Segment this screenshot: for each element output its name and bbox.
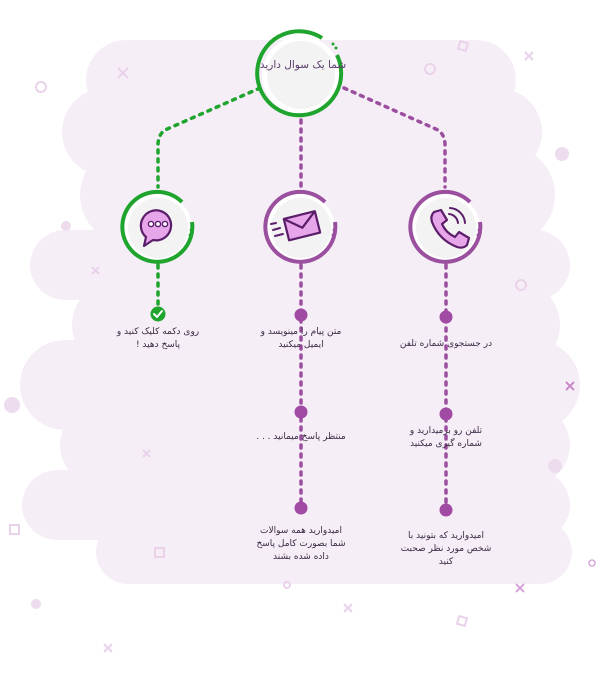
top-node (255, 29, 344, 118)
step-dot (439, 503, 453, 517)
phone-step-label: در جستجوی شماره تلفن (386, 338, 506, 351)
step-text-line: تلفن رو برمیدارید و (409, 426, 483, 436)
phone-icon (430, 207, 471, 249)
connectors (156, 86, 447, 189)
step-text-line: پاسخ دهید ! (135, 340, 181, 350)
step-text-line: متن پیام را مینویسد و (260, 327, 342, 337)
top-node-title: شما یک سوال دارید (259, 59, 347, 71)
chat-bubble-icon (139, 209, 173, 248)
step-text-line: در جستجوی شماره تلفن (399, 339, 493, 349)
column-chat (120, 189, 195, 322)
phone-node (408, 189, 483, 264)
step-dot (439, 407, 453, 421)
decorations (9, 39, 534, 653)
chat-step-label: روی دکمه کلیک کنید و پاسخ دهید ! (98, 326, 218, 352)
step-dot (294, 405, 308, 419)
step-text-line: امیدوارید که بتونید با (408, 531, 484, 541)
email-step-label: منتظر پاسخ میمانید . . . (241, 431, 361, 444)
step-text-line: ایمیل میکنید (278, 340, 324, 350)
step-text-line: شماره گیری میکنید (410, 439, 482, 449)
email-step-label: متن پیام را مینویسد و ایمیل میکنید (241, 326, 361, 352)
step-text-line: روی دکمه کلیک کنید و (116, 327, 200, 337)
step-dot (294, 501, 308, 515)
step-dot (439, 310, 453, 324)
column-email (263, 189, 338, 515)
envelope-icon (270, 210, 322, 242)
step-text-line: کنید (438, 557, 454, 567)
email-step-label: امیدوارید همه سوالات شما بصورت کامل پاسخ د… (241, 525, 361, 564)
step-dot (294, 308, 308, 322)
step-text-line: داده شده بشند (273, 552, 329, 562)
column-phone (408, 189, 483, 517)
chat-node (120, 189, 195, 264)
step-text-line: امیدوارید همه سوالات (260, 526, 342, 536)
step-text-line: شما بصورت کامل پاسخ (256, 539, 346, 549)
decorations-accent (4, 147, 596, 609)
phone-step-label: تلفن رو برمیدارید و شماره گیری میکنید (386, 425, 506, 451)
email-node (263, 189, 338, 264)
step-text-line: شخص مورد نظر صحبت (400, 544, 492, 554)
step-text-line: منتظر پاسخ میمانید . . . (256, 432, 346, 442)
phone-step-label: امیدوارید که بتونید با شخص مورد نظر صحبت ک… (386, 530, 506, 569)
check-icon (150, 306, 166, 322)
